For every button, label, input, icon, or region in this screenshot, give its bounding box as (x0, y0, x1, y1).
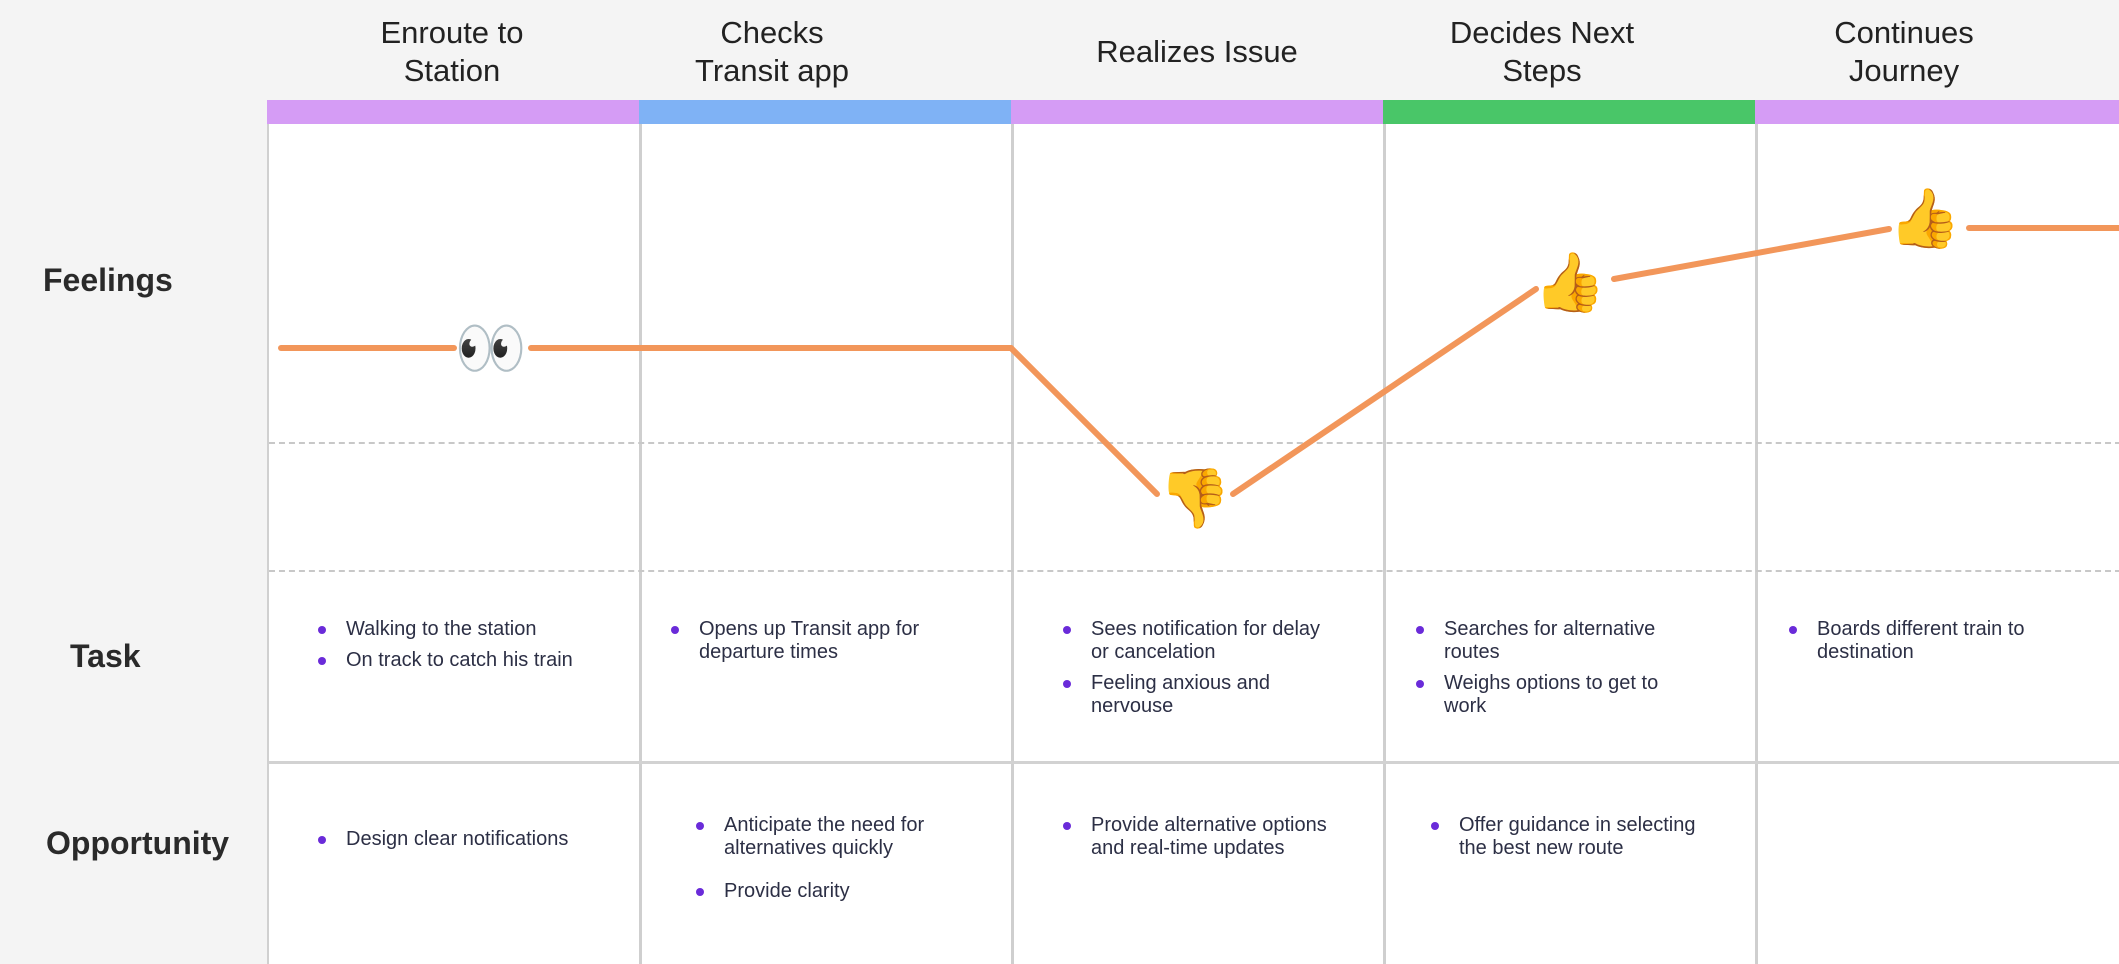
task-item: Feeling anxious and nervouse (1063, 672, 1291, 718)
thumbs-up-icon: 👍 (1533, 248, 1607, 316)
eyes-icon: 👀 (454, 314, 528, 382)
task-item: Searches for alternative routes (1416, 618, 1684, 664)
task-item: Weighs options to get to work (1416, 672, 1684, 718)
feelings-curve-canvas (278, 225, 2119, 497)
feelings-curve-segment (1230, 286, 1539, 497)
journey-grid: 👀 👎 👍 👍 Walking to the station On track … (267, 124, 2119, 964)
task-item: On track to catch his train (318, 649, 636, 672)
thumbs-up-icon: 👍 (1888, 184, 1962, 252)
stage-bar-decides-next (1383, 100, 1755, 124)
column-divider (1755, 124, 1758, 964)
row-label-task: Task (70, 638, 141, 674)
stage-title-realizes-issue: Realizes Issue (1096, 34, 1298, 69)
stage-title-enroute: Enroute to Station (380, 15, 524, 88)
thumbs-down-icon: 👎 (1158, 464, 1232, 532)
column-divider (1011, 124, 1014, 964)
opportunity-item: Provide alternative options and real-tim… (1063, 814, 1351, 860)
column-divider (1383, 124, 1386, 964)
stage-title-decides-next: Decides Next Steps (1449, 15, 1635, 88)
feelings-curve-segment (1611, 226, 1892, 282)
stage-title-continues: Continues Journey (1834, 15, 1974, 88)
row-label-opportunity: Opportunity (46, 825, 230, 861)
task-bottom-line (269, 761, 2119, 764)
stage-title-checks-app: Checks Transit app (695, 15, 849, 88)
stage-bar-enroute (267, 100, 639, 124)
row-label-rail: Feelings Task Opportunity (0, 0, 267, 964)
column-divider (639, 124, 642, 964)
feelings-bottom-line (269, 570, 2119, 572)
stage-bar-checks-app (639, 100, 1011, 124)
task-item: Boards different train to destination (1789, 618, 2057, 664)
task-item: Walking to the station (318, 618, 636, 641)
task-item: Opens up Transit app for departure times (671, 618, 939, 664)
opportunity-item: Offer guidance in selecting the best new… (1431, 814, 1709, 860)
stage-bar-continues (1755, 100, 2119, 124)
stage-bar-realizes-issue (1011, 100, 1383, 124)
opportunity-item: Provide clarity (696, 880, 964, 903)
opportunity-item: Anticipate the need for alternatives qui… (696, 814, 964, 860)
opportunity-item: Design clear notifications (318, 828, 636, 851)
row-label-feelings: Feelings (43, 262, 173, 298)
feelings-midline (269, 442, 2119, 444)
task-item: Sees notification for delay or cancelati… (1063, 618, 1341, 664)
stage-headers: Enroute to Station Checks Transit app Re… (267, 0, 2119, 100)
feelings-curve-segment (1008, 345, 1160, 497)
